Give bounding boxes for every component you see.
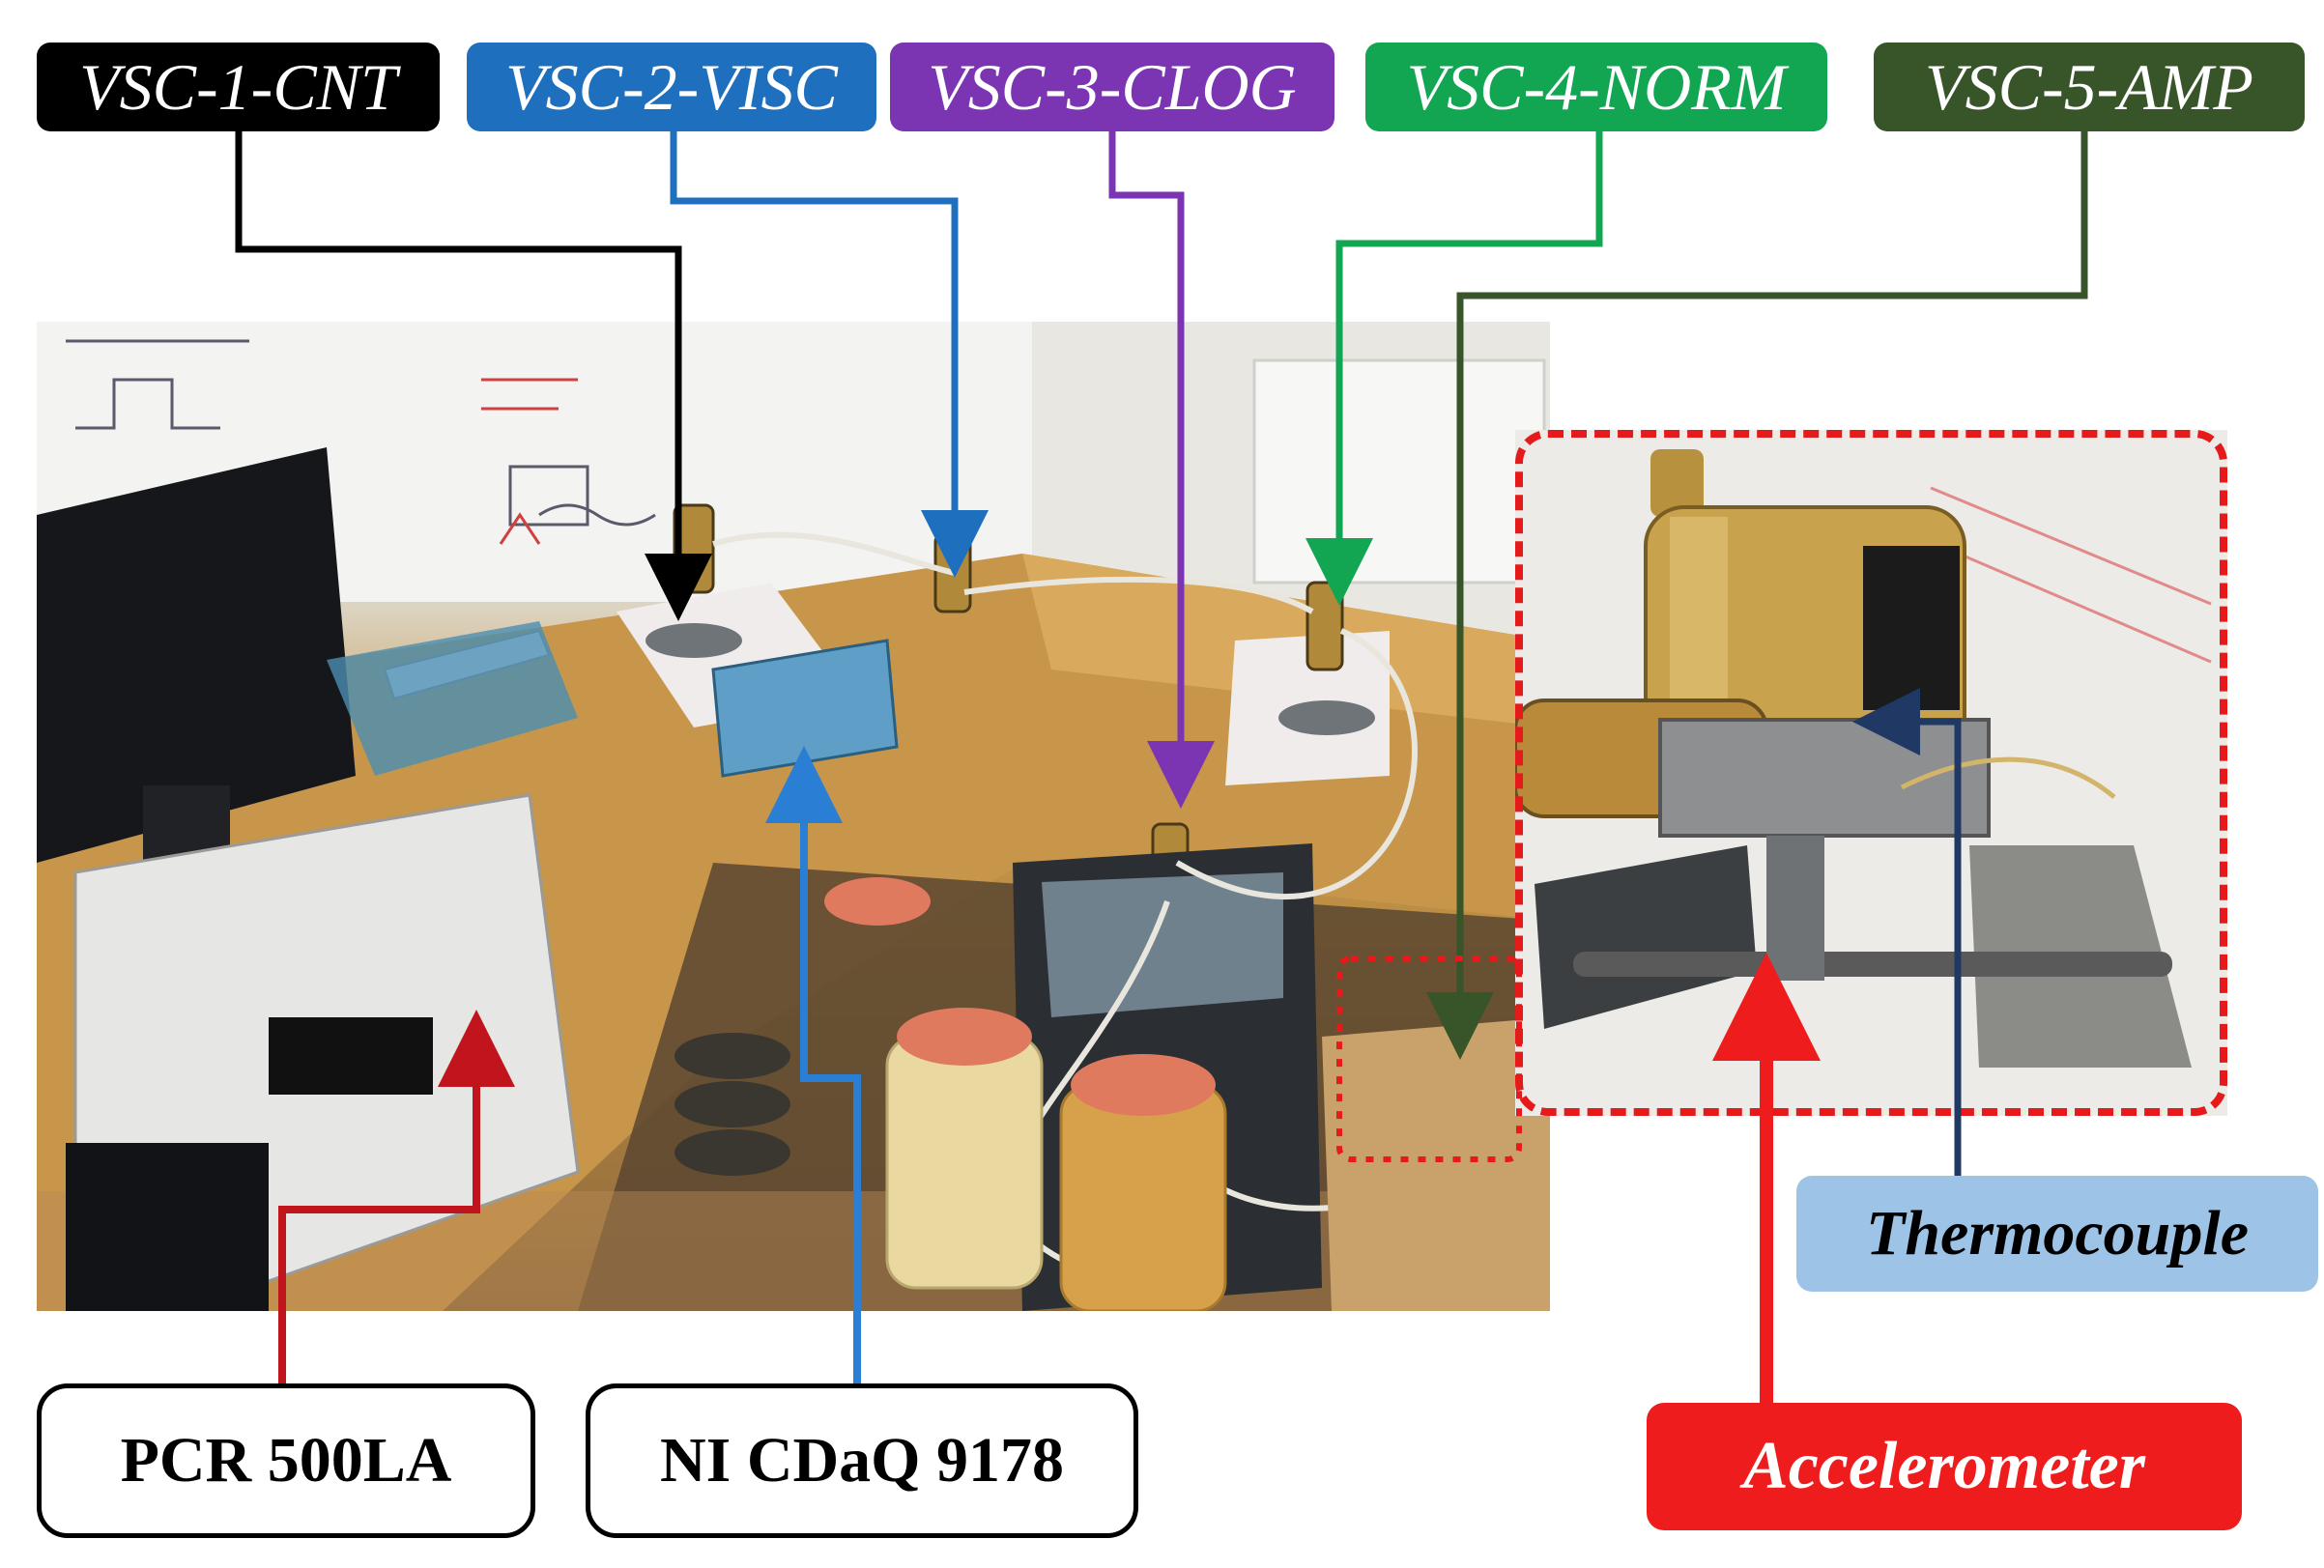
tape-rolls <box>674 1033 790 1176</box>
label-pcr-500la: PCR 500LA <box>37 1383 535 1538</box>
label-vsc-1-cnt: VSC-1-CNT <box>37 43 440 131</box>
thermocouple-wire <box>1900 756 2116 799</box>
ni-cdaq-chassis <box>711 639 899 778</box>
fitting-top <box>1650 449 1704 517</box>
label-accelerometer: Accelerometer <box>1647 1403 2242 1530</box>
vsc1-connector <box>235 131 712 621</box>
label-vsc-5-amp: VSC-5-AMP <box>1874 43 2305 131</box>
pc-tower <box>66 1143 269 1311</box>
label-vsc-2-visc: VSC-2-VISC <box>467 43 876 131</box>
vsc2-connector <box>670 131 989 578</box>
monitor <box>37 447 356 863</box>
thermocouple-connector <box>1852 688 1962 1219</box>
label-ni-cdaq-9178: NI CDaQ 9178 <box>586 1383 1138 1538</box>
whiteboard-scribbles <box>66 339 656 527</box>
pcr-connector <box>278 1010 515 1383</box>
label-thermocouple: Thermocouple <box>1796 1176 2318 1292</box>
pcr-display <box>269 1017 433 1095</box>
wooden-panel <box>1322 1017 1550 1311</box>
fluid-jars <box>824 877 1227 1311</box>
vsc5-connector <box>1426 131 2088 1060</box>
valve-body <box>1658 718 1991 838</box>
label-vsc-4-norm: VSC-4-NORM <box>1365 43 1827 131</box>
blue-foam-pad <box>327 621 578 776</box>
vsc4-connector <box>1305 131 1603 606</box>
box-top-panel <box>1042 872 1283 1017</box>
label-vsc-3-clog: VSC-3-CLOG <box>890 43 1334 131</box>
clamp-left-jaw <box>1535 845 1757 1029</box>
coil-label-plate <box>1863 546 1960 710</box>
valve-closeup-illustration <box>1515 430 2227 1116</box>
background-red-lines <box>1930 486 2212 606</box>
valve-closeup-inset <box>1515 430 2227 1116</box>
daq-connector <box>765 746 861 1383</box>
inset-dashed-border <box>1515 430 2227 1116</box>
vsc3-connector <box>1108 131 1215 809</box>
valve-5-highlight-box <box>1336 955 1522 1162</box>
whiteboard-red-notes <box>481 378 578 545</box>
